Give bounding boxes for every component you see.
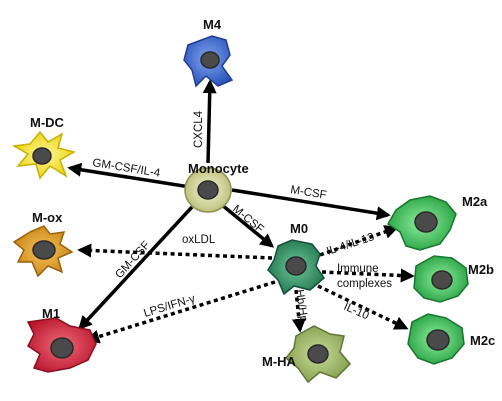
arrow-monocyte-to-m2a — [231, 188, 391, 221]
cell-mox — [12, 225, 74, 278]
label-monocyte: Monocyte — [188, 161, 249, 176]
label-mha: M-HA — [262, 354, 297, 369]
cell-m2a — [387, 195, 457, 251]
edge-label-lps-ifn: LPS/IFN-γ — [142, 293, 196, 320]
cell-m2b — [413, 255, 469, 303]
cell-labels: Monocyte M4 M-DC M-ox M1 M0 M-HA M2a M2b… — [30, 17, 495, 369]
arrow-monocyte-to-m4 — [202, 79, 217, 164]
edge-label-gmcsf: GM-CSF — [113, 239, 152, 281]
edge-label-oxldl: oxLDL — [182, 234, 216, 246]
arrow-monocyte-to-mdc — [67, 162, 191, 189]
cell-mha — [284, 325, 352, 384]
cell-m2c — [407, 313, 465, 365]
arrows — [67, 79, 415, 344]
edge-label-mcsf-m0: M-CSF — [230, 203, 266, 236]
label-m2a: M2a — [462, 194, 488, 209]
edge-label-il4-il13: IL-4/IL-13 — [325, 231, 376, 258]
edge-label-complexes: complexes — [337, 278, 392, 290]
label-m0: M0 — [290, 221, 308, 236]
arrow-m0-to-m2c — [317, 284, 409, 330]
edge-label-immune: Immune — [337, 263, 379, 275]
edge-label-mcsf-m2a: M-CSF — [290, 184, 328, 202]
edge-label-cxcl4: CXCL4 — [193, 110, 205, 148]
label-m1: M1 — [42, 306, 60, 321]
arrow-monocyte-to-m1 — [78, 205, 194, 331]
label-m2b: M2b — [468, 262, 494, 277]
cell-mdc — [11, 130, 76, 180]
arrow-m0-to-mha — [291, 289, 306, 333]
cell-m1 — [26, 317, 97, 373]
arrow-m0-to-mox — [77, 243, 273, 260]
cell-m0 — [267, 239, 325, 296]
arrow-m0-to-m1 — [85, 280, 276, 344]
label-m4: M4 — [203, 17, 222, 32]
cell-m4 — [183, 35, 234, 88]
arrow-monocyte-to-m0 — [220, 203, 275, 248]
edge-label-il10: IL-10 — [342, 301, 371, 323]
arrow-m0-to-m2b — [321, 268, 415, 283]
cell-monocyte — [184, 167, 232, 213]
edge-label-hb-hp: Hb/Hp — [293, 289, 309, 323]
label-m2c: M2c — [470, 333, 495, 348]
edge-labels: CXCL4 GM-CSF/IL-4 M-CSF M-CSF GM-CSF oxL… — [92, 110, 393, 322]
label-mox: M-ox — [32, 210, 63, 225]
label-mdc: M-DC — [30, 115, 65, 130]
arrow-m0-to-m2a — [319, 225, 399, 257]
